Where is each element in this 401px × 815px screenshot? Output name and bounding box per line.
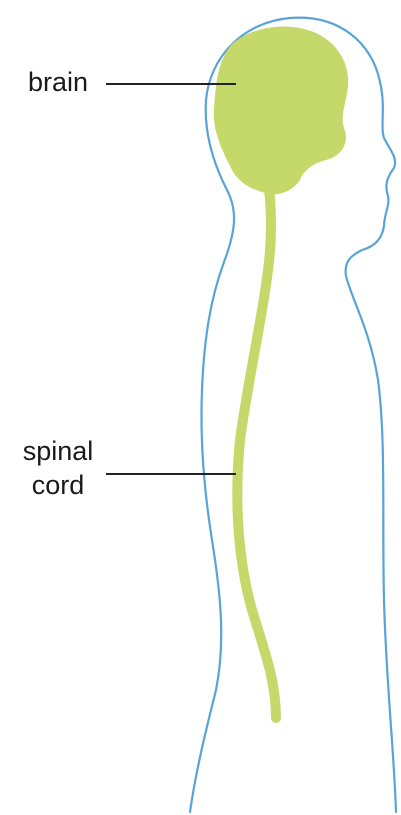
brain-label: brain bbox=[28, 65, 88, 99]
spinal-cord-label: spinal cord bbox=[12, 434, 104, 502]
spinal-cord-shape bbox=[237, 180, 276, 718]
spinal-cord-label-line2: cord bbox=[12, 468, 104, 502]
spinal-cord-label-line1: spinal bbox=[12, 434, 104, 468]
brain-shape bbox=[214, 26, 348, 194]
